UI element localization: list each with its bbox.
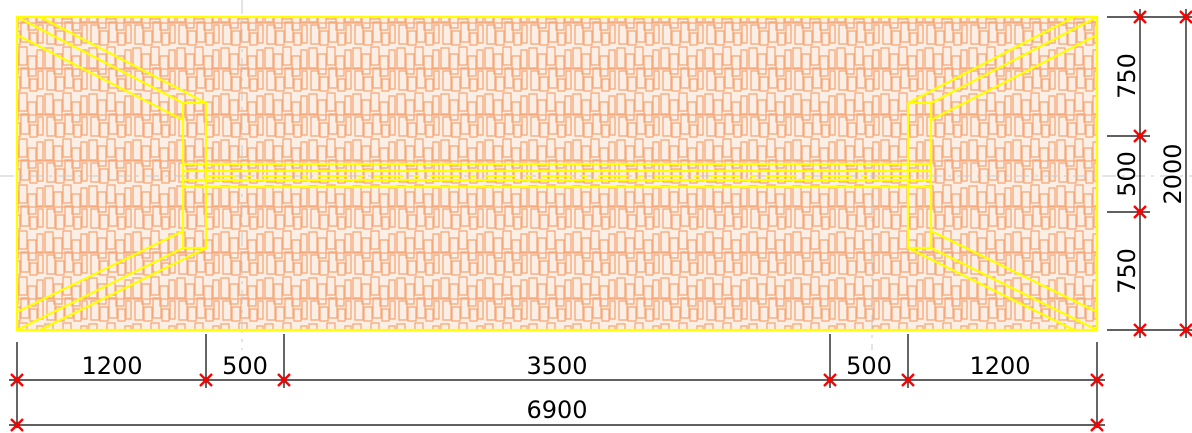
dim-label-total-height: 2000 — [1159, 143, 1187, 204]
dim-label-ridge-width: 500 — [1113, 151, 1141, 197]
dim-label-right-overhang: 1200 — [969, 352, 1030, 380]
dim-label-left-overhang: 1200 — [81, 352, 142, 380]
dim-label-left-hip: 500 — [222, 352, 268, 380]
dim-label-bottom-slope: 750 — [1113, 248, 1141, 294]
tiled-roof-surface — [17, 17, 1097, 330]
dim-label-top-slope: 750 — [1113, 53, 1141, 99]
roof-outline — [15, 15, 1099, 332]
dim-label-ridge: 3500 — [526, 352, 587, 380]
dim-label-right-hip: 500 — [846, 352, 892, 380]
dimension-ticks — [10, 10, 1192, 432]
center-lines — [0, 0, 1192, 350]
dimension-lines — [9, 9, 1192, 428]
horizontal-dimension-labels: 1200 500 3500 500 1200 6900 — [81, 352, 1030, 424]
dim-label-total-width: 6900 — [526, 396, 587, 424]
vertical-dimension-labels: 750 500 750 2000 — [1113, 53, 1187, 294]
